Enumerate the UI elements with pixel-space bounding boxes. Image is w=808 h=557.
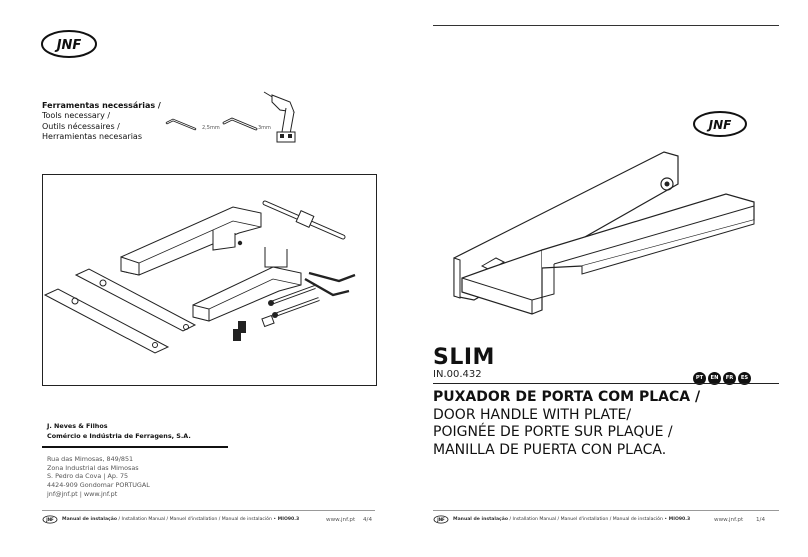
footer-page-number-right: 1/4 [756, 517, 766, 523]
footer-model: MIO90.3 [276, 517, 300, 522]
language-badge-en: EN [708, 372, 721, 385]
footer-rule-right [433, 510, 779, 511]
footer-rule [42, 510, 375, 511]
jnf-logo: JNF [41, 30, 97, 58]
description-en: DOOR HANDLE WITH PLATE/ [433, 406, 632, 423]
product-title: SLIM [433, 345, 495, 370]
tools-line-es: Herramientas necesarias [42, 132, 142, 142]
footer-manual-bold-right: Manual de instalação [453, 517, 509, 522]
footer-manual-rest: / Installation Manual / Manuel d'install… [117, 517, 277, 522]
footer-logo-text-right: JNF [436, 517, 445, 522]
allen-key-small-label: 2,5mm [202, 125, 220, 131]
handle-product-illustration [453, 151, 755, 315]
footer-logo: JNF [42, 515, 58, 524]
company-divider [42, 446, 228, 448]
language-badge-es: ES [738, 372, 751, 385]
description-rule [433, 383, 779, 384]
footer-logo-right: JNF [433, 515, 449, 524]
top-rule [433, 25, 779, 26]
product-code: IN.00.432 [433, 369, 482, 380]
footer-manual-rest-right: / Installation Manual / Manuel d'install… [508, 517, 668, 522]
footer-model-right: MIO90.3 [667, 517, 691, 522]
footer-url-right: www.jnf.pt [714, 517, 744, 523]
company-full-name: Comércio e Indústria de Ferragens, S.A. [47, 432, 191, 440]
footer-page-number: 4/4 [363, 517, 373, 523]
footer-logo-text: JNF [45, 517, 54, 522]
company-name: J. Neves & Filhos [47, 422, 108, 430]
tools-line-fr: Outils nécessaires / [42, 121, 120, 131]
allen-key-large-icon: 3mm [222, 117, 271, 131]
jnf-logo-right: JNF [693, 111, 747, 137]
footer-manual: Manual de instalação / Installation Manu… [62, 517, 299, 522]
contact-info: jnf@jnf.pt | www.jnf.pt [47, 490, 118, 498]
tools-list: Ferramentas necessárias / Tools necessar… [42, 101, 161, 143]
footer-manual-right: Manual de instalação / Installation Manu… [453, 517, 690, 522]
left-page: JNF Ferramentas necessárias / Tools nece… [41, 30, 377, 524]
language-badge-fr: FR [723, 372, 736, 385]
company-block: J. Neves & Filhos Comércio e Indústria d… [47, 421, 191, 441]
address-block: Rua das Mimosas, 849/851 Zona Industrial… [47, 455, 150, 489]
drill-icon [263, 91, 296, 143]
exploded-parts-diagram [42, 174, 377, 386]
product-description: PUXADOR DE PORTA COM PLACA / DOOR HANDLE… [433, 389, 700, 459]
tools-heading: Ferramentas necessárias / [42, 101, 161, 110]
description-es: MANILLA DE PUERTA CON PLACA. [433, 441, 667, 458]
footer-manual-bold: Manual de instalação [62, 517, 118, 522]
footer-url: www.jnf.pt [326, 517, 356, 523]
logo-text: JNF [54, 38, 82, 53]
address-line: 4424-909 Gondomar PORTUGAL [47, 480, 150, 489]
address-line: S. Pedro da Cova | Ap. 75 [47, 472, 129, 481]
address-line: Zona Industrial das Mimosas [47, 463, 139, 472]
address-line: Rua das Mimosas, 849/851 [47, 455, 134, 463]
allen-key-large-label: 3mm [258, 125, 271, 131]
tools-line-en: Tools necessary / [42, 111, 111, 121]
language-badge-pt: PT [693, 372, 706, 385]
logo-text-right: JNF [707, 118, 733, 132]
description-fr: POIGNÉE DE PORTE SUR PLAQUE / [433, 424, 673, 440]
allen-key-icon: 2,5mm [165, 118, 220, 131]
description-pt: PUXADOR DE PORTA COM PLACA / [433, 389, 701, 405]
